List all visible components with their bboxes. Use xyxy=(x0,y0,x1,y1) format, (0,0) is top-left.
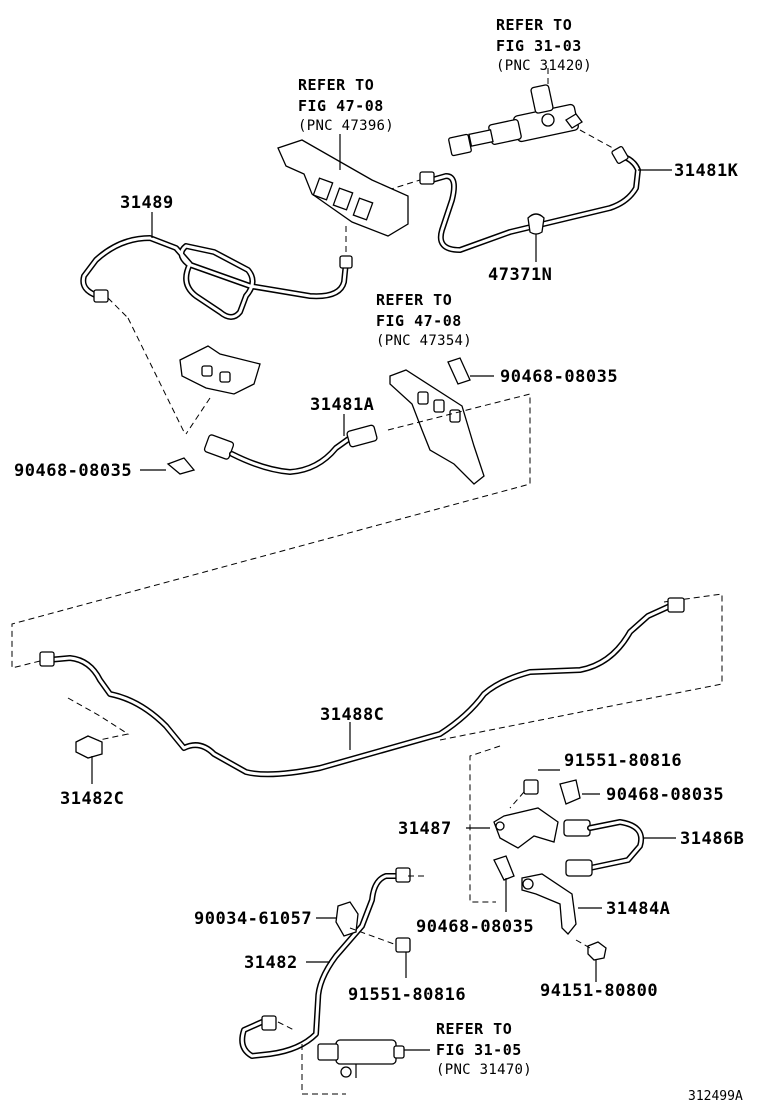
ref-47-08-a-line3: (PNC 47396) xyxy=(298,118,394,134)
label-31481K: 31481K xyxy=(674,161,739,181)
clip-90468-d xyxy=(493,855,515,912)
ref-31-05-line2: FIG 31-05 xyxy=(436,1041,522,1059)
label-31489: 31489 xyxy=(120,193,174,213)
label-31487: 31487 xyxy=(398,819,452,839)
bracket-31484A xyxy=(521,873,577,935)
clamp-90034 xyxy=(335,901,359,937)
label-94151-80800: 94151-80800 xyxy=(540,981,658,1001)
clip-90468-top xyxy=(447,357,471,385)
bracket-47396 xyxy=(277,134,409,237)
tube-31481K xyxy=(419,146,641,253)
hose-31486B xyxy=(563,819,644,877)
bolt-91551-b xyxy=(395,937,411,978)
ref-47-08-a: REFER TO FIG 47-08 (PNC 47396) xyxy=(298,76,394,134)
clip-31482C xyxy=(75,735,103,784)
slave-cylinder xyxy=(317,1039,405,1078)
clip-47371N xyxy=(527,213,545,262)
label-31484A: 31484A xyxy=(606,899,670,919)
label-31481A: 31481A xyxy=(310,395,374,415)
label-90468-08035-bottom: 90468-08035 xyxy=(416,917,534,937)
ref-47-08-a-line2: FIG 47-08 xyxy=(298,97,384,115)
label-91551-80816-bottom: 91551-80816 xyxy=(348,985,466,1005)
nut-94151 xyxy=(587,941,607,982)
ref-47-08-b-line2: FIG 47-08 xyxy=(376,312,462,330)
ref-31-03: REFER TO FIG 31-03 (PNC 31420) xyxy=(496,16,592,74)
bolt-91551-a xyxy=(523,769,560,795)
clip-90468-left xyxy=(166,457,196,475)
ref-47-08-a-line1: REFER TO xyxy=(298,76,374,94)
tube-31489 xyxy=(80,235,353,320)
bracket-47354 xyxy=(389,369,485,485)
label-31486B: 31486B xyxy=(680,829,744,849)
ref-31-05-line3: (PNC 31470) xyxy=(436,1062,532,1078)
label-31482: 31482 xyxy=(244,953,298,973)
ref-47-08-b-line3: (PNC 47354) xyxy=(376,333,472,349)
ref-47-08-b-line1: REFER TO xyxy=(376,291,452,309)
bracket-left xyxy=(179,345,261,395)
hose-31481A xyxy=(203,424,378,475)
ref-31-05-line1: REFER TO xyxy=(436,1020,512,1038)
ref-31-03-line2: FIG 31-03 xyxy=(496,37,582,55)
label-90468-08035-top: 90468-08035 xyxy=(500,367,618,387)
bracket-31487 xyxy=(493,807,559,849)
figure-id: 312499A xyxy=(688,1089,743,1104)
label-90468-08035-left: 90468-08035 xyxy=(14,461,132,481)
ref-31-03-line1: REFER TO xyxy=(496,16,572,34)
tube-31488C xyxy=(39,597,685,778)
label-47371N: 47371N xyxy=(488,265,552,285)
master-cylinder xyxy=(448,84,583,157)
label-90034-61057: 90034-61057 xyxy=(194,909,312,929)
ref-31-03-line3: (PNC 31420) xyxy=(496,58,592,74)
label-90468-08035-right: 90468-08035 xyxy=(606,785,724,805)
label-91551-80816-top: 91551-80816 xyxy=(564,751,682,771)
label-31482C: 31482C xyxy=(60,789,124,809)
clip-90468-c xyxy=(559,779,581,805)
ref-47-08-b: REFER TO FIG 47-08 (PNC 47354) xyxy=(376,291,472,349)
label-31488C: 31488C xyxy=(320,705,384,725)
tube-31482 xyxy=(239,867,411,1059)
ref-31-05: REFER TO FIG 31-05 (PNC 31470) xyxy=(436,1020,532,1078)
